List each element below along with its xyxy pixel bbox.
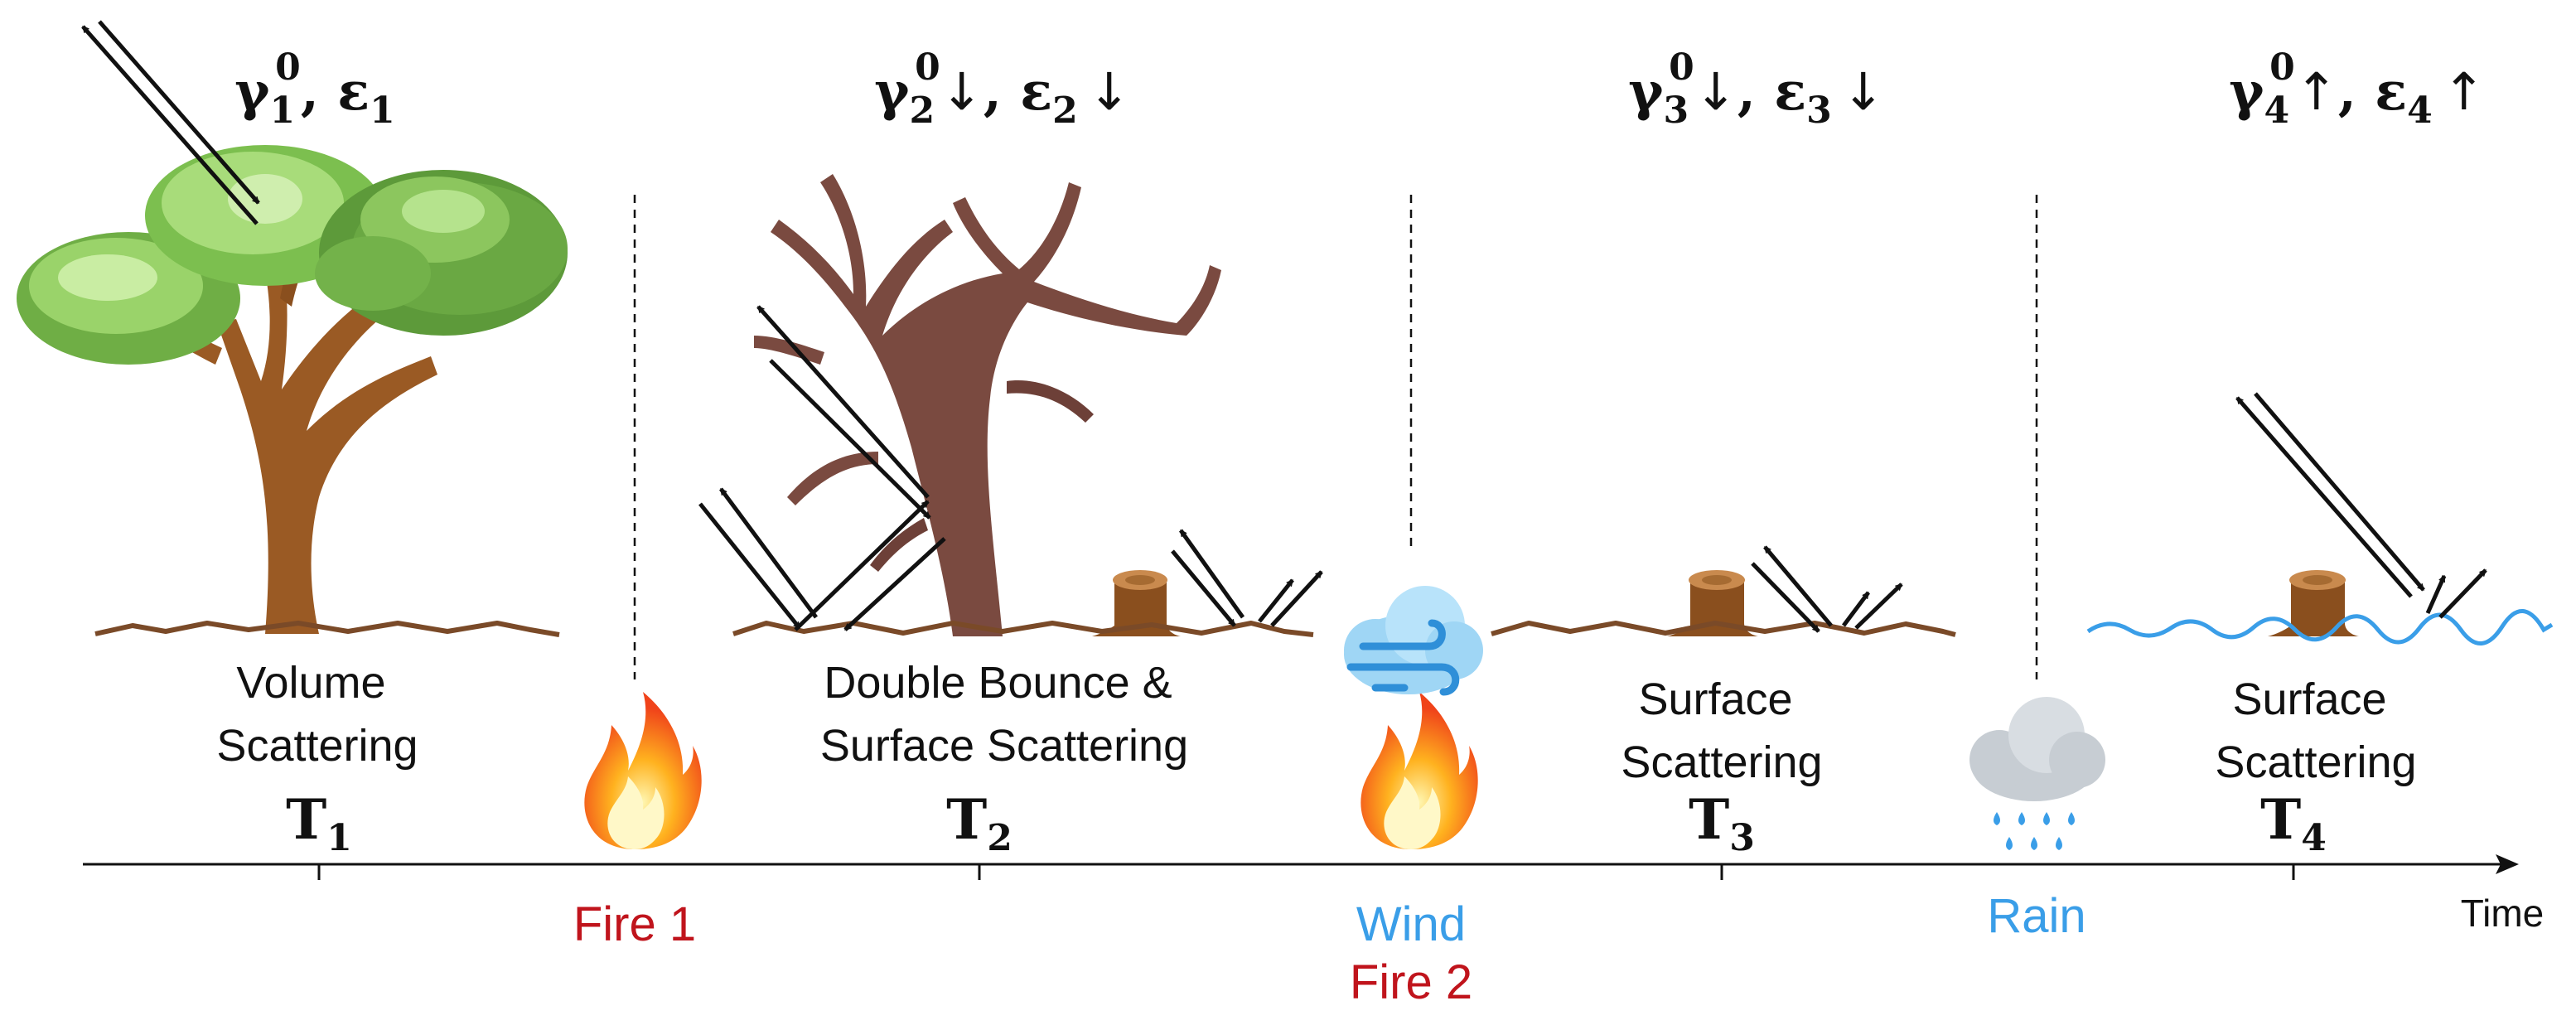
time-axis: Time <box>83 854 2544 935</box>
tree-icon <box>17 145 568 634</box>
ground-line-1 <box>94 621 560 637</box>
time-label-t3: T3 <box>1689 787 1755 859</box>
scattering-captions: Volume Scattering Double Bounce & Surfac… <box>216 658 2416 787</box>
time-point-labels: T1 T2 T3 T4 <box>286 787 2327 859</box>
time-label-t2: T2 <box>946 787 1013 859</box>
wind-cloud-icon <box>1344 586 1483 696</box>
stage-3-title: γ30↓, ε3↓ <box>1628 46 1885 132</box>
axis-label-time: Time <box>2461 892 2545 935</box>
incident-rays-1 <box>81 20 260 225</box>
double-bounce-rays <box>698 305 1323 631</box>
dead-tree-icon <box>754 174 1221 636</box>
ground-line-2 <box>732 621 1314 637</box>
caption-stage-1: Volume Scattering <box>216 658 418 771</box>
stage-titles: γ10, ε1 γ20↓, ε2↓ γ30↓, ε3↓ γ40↑, ε4↑ <box>234 46 2486 132</box>
caption-stage-4: Surface Scattering <box>2215 674 2416 787</box>
stump-icon <box>1667 570 1758 636</box>
stage-4-title: γ40↑, ε4↑ <box>2229 46 2486 132</box>
stage-separators <box>633 195 2038 679</box>
time-label-t4: T4 <box>2260 787 2327 859</box>
stage-2-title: γ20↓, ε2↓ <box>874 46 1131 132</box>
water-line <box>2086 609 2554 645</box>
event-fire-1: Fire 1 <box>573 897 696 951</box>
surface-rays-4 <box>2235 392 2487 619</box>
rain-cloud-icon <box>1969 697 2105 850</box>
caption-stage-3: Surface Scattering <box>1621 674 1822 787</box>
ground-line-3 <box>1491 621 1956 637</box>
event-wind: Wind <box>1356 897 1466 951</box>
event-labels: Fire 1 Wind Fire 2 Rain <box>573 889 2086 1009</box>
event-fire-2: Fire 2 <box>1350 955 1472 1009</box>
fire-icon <box>584 692 702 849</box>
event-rain: Rain <box>1987 889 2085 943</box>
stump-icon <box>2268 570 2359 636</box>
caption-stage-2: Double Bounce & Surface Scattering <box>820 658 1188 771</box>
stump-icon <box>1092 570 1181 636</box>
time-label-t1: T1 <box>286 787 352 859</box>
fire-icon <box>1360 692 1478 849</box>
surface-rays-3 <box>1751 545 1903 633</box>
stage-1-title: γ10, ε1 <box>234 46 395 132</box>
